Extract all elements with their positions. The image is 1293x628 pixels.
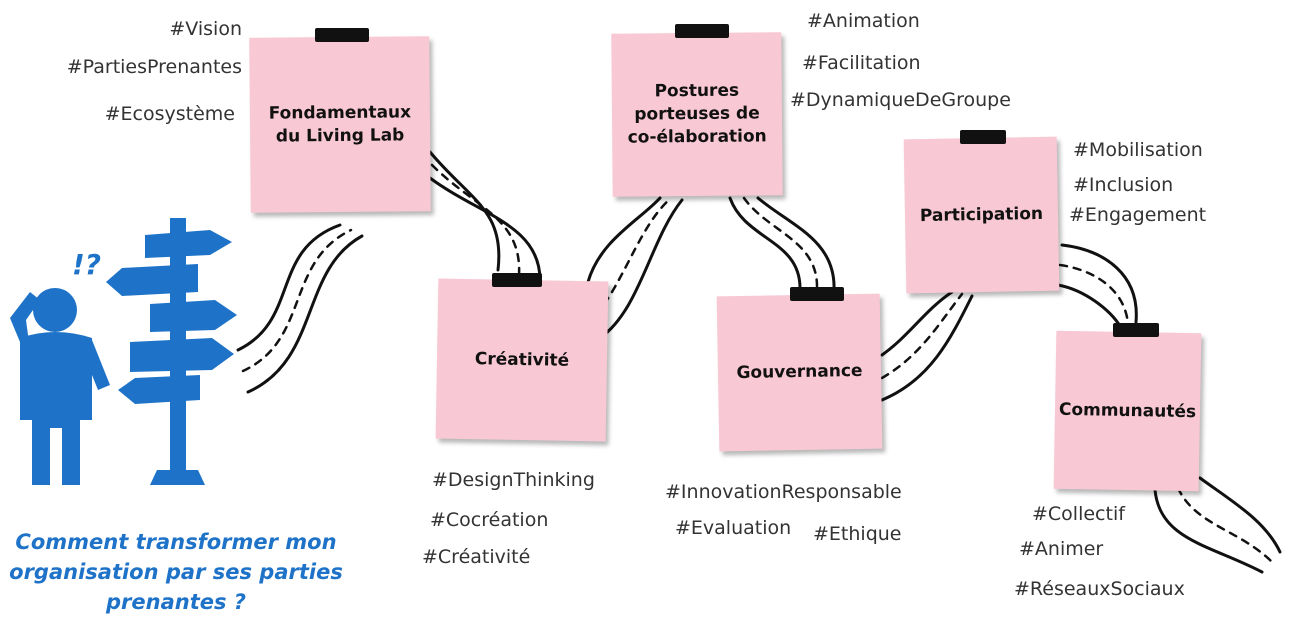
note-participation: Participation [903,136,1060,294]
tag: #RéseauxSociaux [1014,578,1185,600]
note-communautes: Communautés [1053,330,1202,492]
tape [315,28,369,42]
tag: #Facilitation [802,52,921,74]
tag: #Animation [807,10,920,32]
note-title: Communautés [1058,399,1197,422]
tape [1113,323,1159,337]
tag: #Ethique [813,523,902,545]
tag: #Vision [169,18,242,40]
note-title: Créativité [474,348,570,371]
note-fondamentaux: Fondamentaux du Living Lab [249,36,431,213]
note-creativite: Créativité [435,278,609,442]
confused-person-signpost-illustration: !? [10,218,237,485]
note-gouvernance: Gouvernance [716,293,883,452]
tag: #Créativité [422,546,531,568]
note-postures: Postures porteuses de co-élaboration [611,32,783,197]
tag: #Cocréation [430,509,549,531]
figure-mark: !? [72,248,101,281]
tag: #Engagement [1069,204,1207,226]
tag: #Collectif [1032,503,1125,525]
tape [492,273,542,287]
note-title: Postures porteuses de co-élaboration [627,80,767,148]
note-title: Gouvernance [736,360,863,384]
note-title: Fondamentaux du Living Lab [268,101,412,147]
tag: #DynamiqueDeGroupe [790,89,1011,111]
tag: #PartiesPrenantes [66,56,242,78]
note-title: Participation [919,203,1044,226]
tag: #Animer [1019,538,1104,560]
tape [675,24,729,38]
tag: #DesignThinking [432,469,595,491]
tag: #Mobilisation [1073,139,1203,161]
tag: #Ecosystème [104,103,235,125]
guiding-question: Comment transformer mon organisation par… [9,530,343,615]
tag: #Inclusion [1073,174,1174,196]
tag: #InnovationResponsable [665,481,902,503]
tape [960,130,1006,144]
tag: #Evaluation [675,517,792,539]
tape [790,287,844,301]
